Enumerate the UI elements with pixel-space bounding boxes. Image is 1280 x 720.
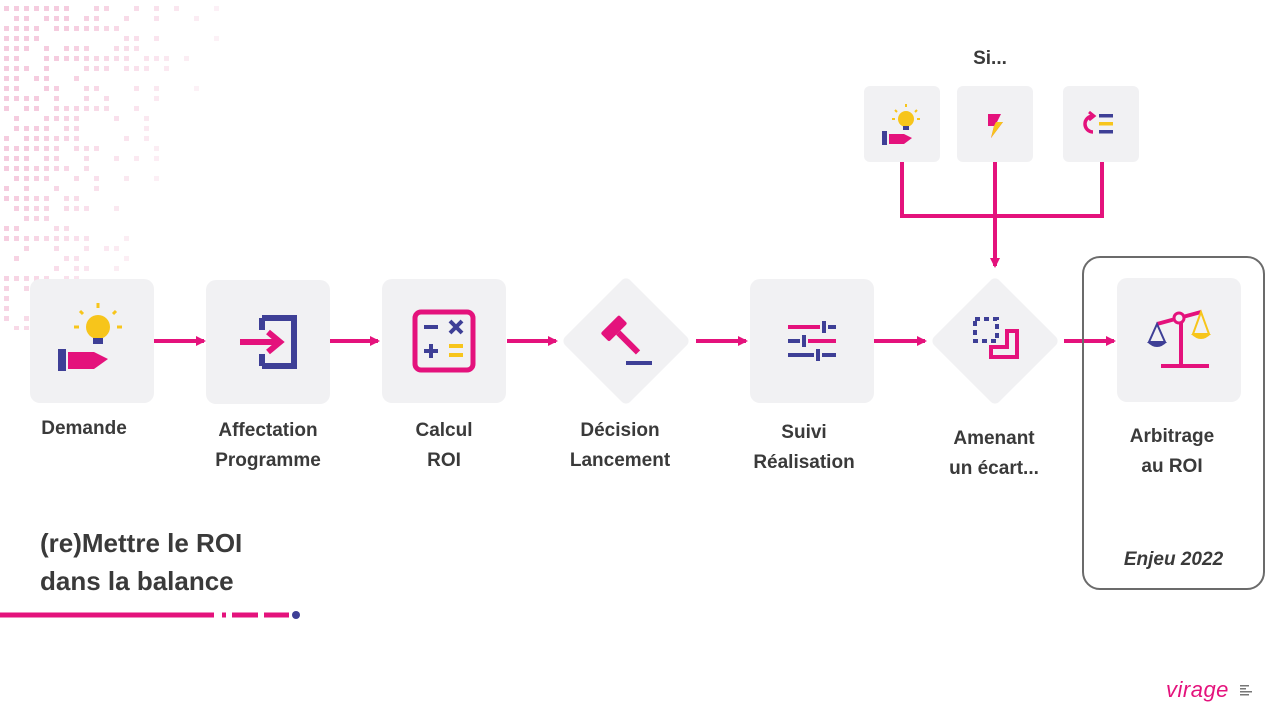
condition-label: Si... [973, 48, 1007, 69]
redo-list-icon [1083, 110, 1113, 134]
trigger-tile-redo-list [1063, 86, 1139, 162]
shift-squares-icon [973, 317, 1019, 359]
sign-in-icon [240, 315, 297, 369]
highlight-box [1082, 256, 1265, 590]
trigger-merge-line [900, 162, 1104, 218]
step-arbitrage-label: Arbitrage au ROI [1129, 426, 1215, 477]
decorative-dot-pattern [4, 6, 219, 330]
brand-logo: virage [1166, 677, 1229, 702]
calculator-icon [412, 309, 476, 373]
highlight-footnote: Enjeu 2022 [1123, 549, 1224, 570]
step-calcul-label: Calcul ROI [415, 420, 473, 471]
step-decision-label: Décision Lancement [569, 420, 671, 471]
sliders-icon [788, 321, 836, 361]
step-calcul-tile [382, 279, 506, 403]
tagline: (re)Mettre le ROI dans la balance [40, 528, 243, 596]
lightbulb-hand-icon [882, 104, 920, 145]
step-suivi-label: Suivi Réalisation [753, 422, 855, 473]
trigger-tile-lightning [957, 86, 1033, 162]
step-demande-label: Demande [41, 418, 127, 439]
balance-scale-icon [1147, 309, 1211, 368]
step-ecart-label: Amenant un écart... [949, 428, 1039, 479]
lightbulb-hand-icon [58, 303, 122, 371]
decorative-underline [0, 611, 300, 619]
gavel-icon [601, 315, 652, 365]
step-suivi-tile [750, 279, 874, 403]
step-arbitrage-tile [1117, 278, 1241, 402]
step-affectation-tile [206, 280, 330, 404]
lightning-icon [988, 114, 1003, 138]
step-demande-tile [30, 279, 154, 403]
trigger-tile-idea [864, 86, 940, 162]
step-affectation-label: Affectation Programme [215, 420, 321, 471]
brand-mark-icon [1240, 685, 1252, 696]
